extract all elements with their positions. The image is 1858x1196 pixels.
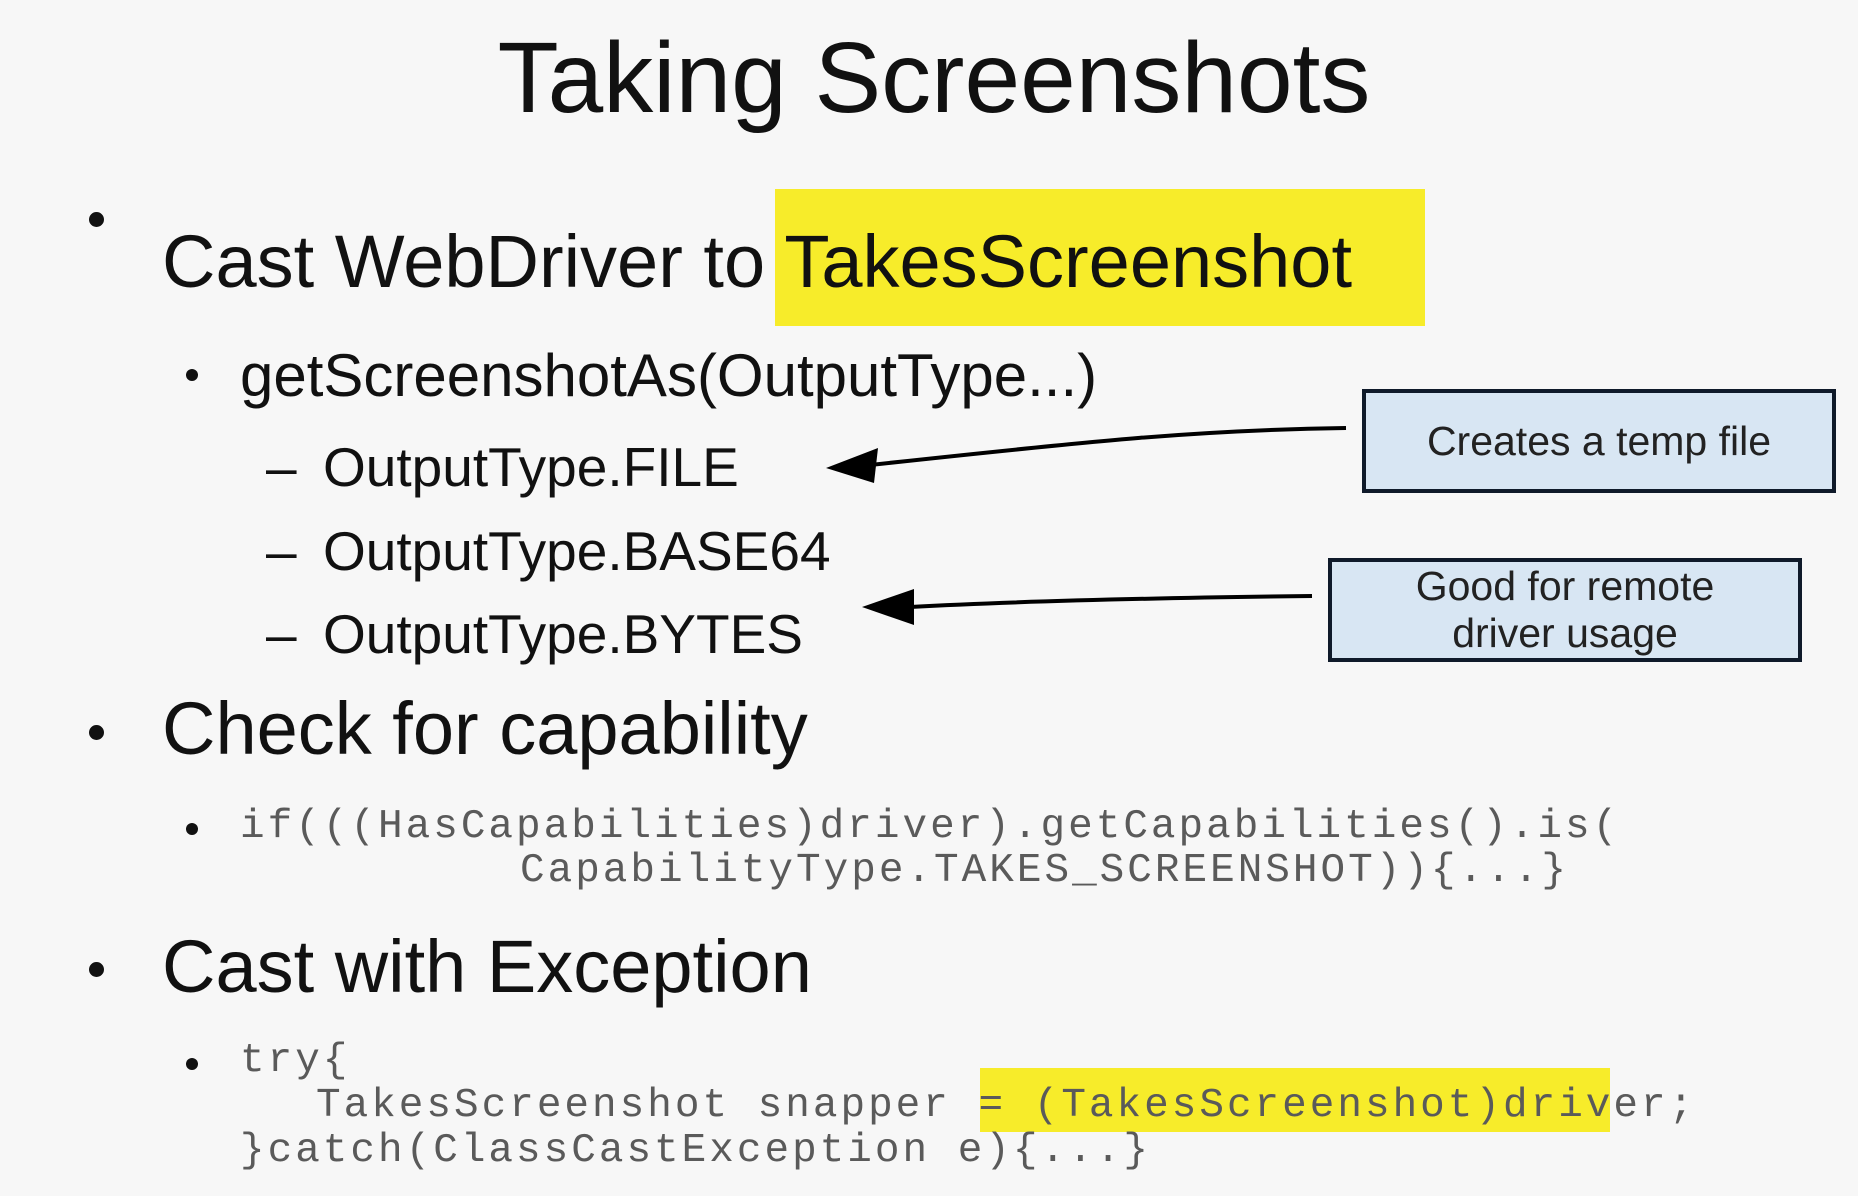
code-capability-line2: CapabilityType.TAKES_SCREENSHOT)){...} <box>520 848 1569 894</box>
code-snapper-declaration: TakesScreenshot snapper = <box>316 1083 1034 1129</box>
bullet-cast-with-exception: Cast with Exception <box>162 925 812 1008</box>
code-try-line2: TakesScreenshot snapper = (TakesScreensh… <box>316 1083 1696 1129</box>
arrow-to-bytes <box>909 594 1313 609</box>
callout-remote-driver: Good for remote driver usage <box>1328 558 1802 662</box>
arrow-to-file <box>869 426 1347 467</box>
sub-bullet-marker <box>186 369 198 381</box>
arrowhead-bytes <box>862 589 914 625</box>
code-try-line3: }catch(ClassCastException e){...} <box>240 1128 1151 1174</box>
code-capability-line1: if(((HasCapabilities)driver).getCapabili… <box>240 804 1621 850</box>
bullet-marker <box>89 962 104 977</box>
bullet-check-capability: Check for capability <box>162 687 808 770</box>
highlight-box <box>775 189 1425 326</box>
option-base64: OutputType.BASE64 <box>323 520 831 582</box>
code-cast-highlight: (TakesScreenshot)driver; <box>1033 1083 1697 1129</box>
bullet-marker <box>89 725 104 740</box>
callout-temp-file: Creates a temp file <box>1362 389 1836 493</box>
dash-marker: – <box>266 603 297 665</box>
takes-screenshot-highlight: TakesScreenshot <box>784 220 1353 303</box>
bullet-cast-prefix: Cast WebDriver to <box>162 220 785 303</box>
bullet-marker <box>89 212 104 227</box>
sub-bullet-getscreenshotas: getScreenshotAs(OutputType...) <box>240 342 1098 409</box>
sub-bullet-marker <box>186 823 198 835</box>
option-file: OutputType.FILE <box>323 436 739 498</box>
option-bytes: OutputType.BYTES <box>323 603 803 665</box>
sub-bullet-marker <box>186 1058 198 1070</box>
code-try-line1: try{ <box>240 1038 351 1084</box>
bullet-cast-webdriver: Cast WebDriver to TakesScreenshot <box>162 220 1352 304</box>
arrowhead-file <box>826 448 878 483</box>
slide-title: Taking Screenshots <box>497 22 1371 134</box>
dash-marker: – <box>266 436 297 498</box>
dash-marker: – <box>266 520 297 582</box>
code-highlight-box <box>980 1068 1610 1132</box>
